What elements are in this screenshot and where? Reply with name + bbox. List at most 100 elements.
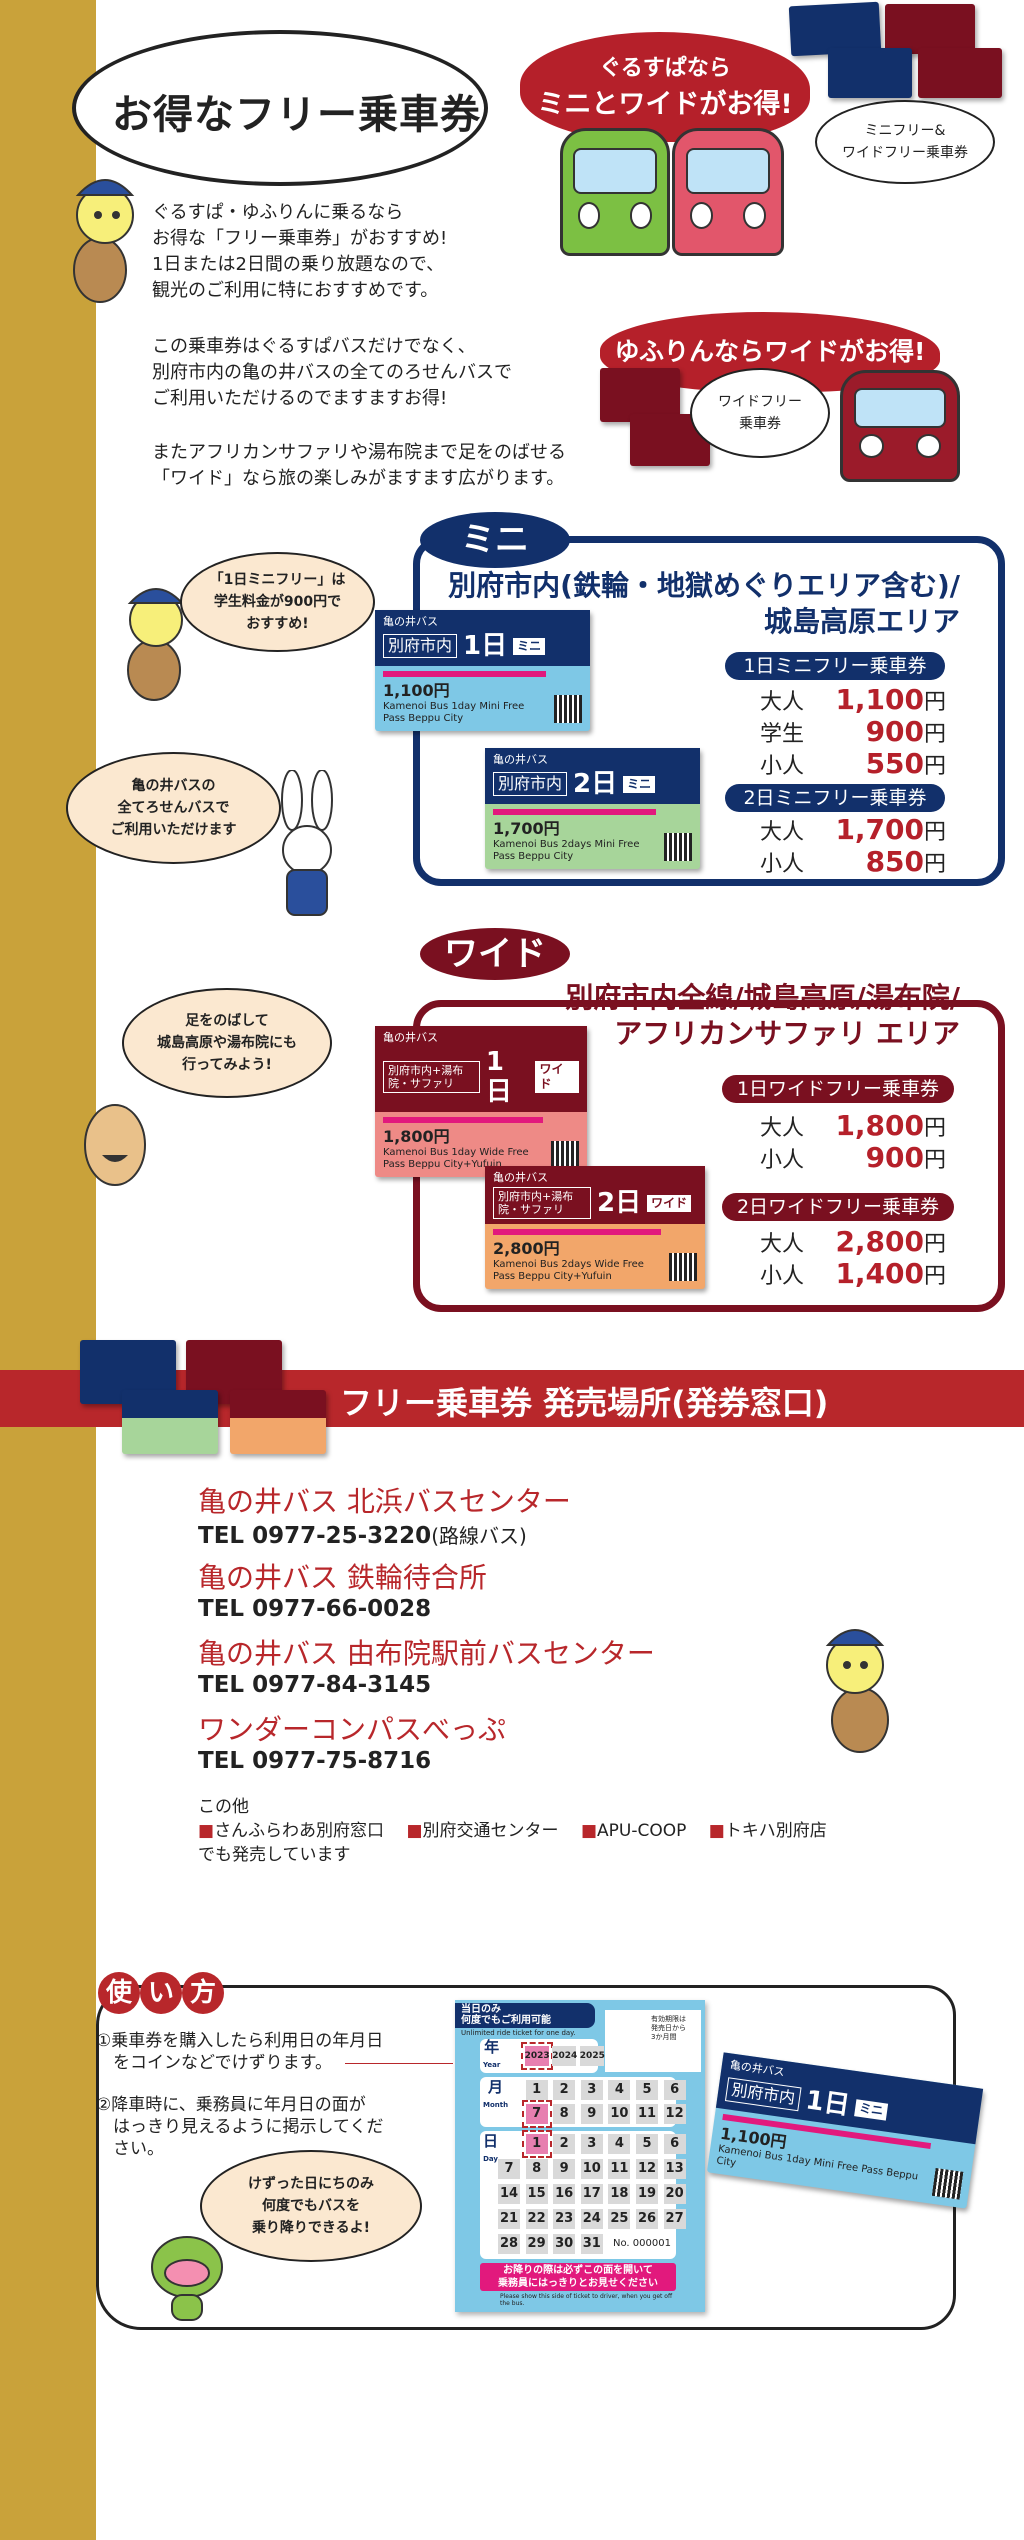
usage-title: 使 い 方 (98, 1972, 224, 2014)
ticket-area: 別府市内 (383, 634, 458, 658)
ticket-kind: ワイド (647, 1194, 692, 1212)
ticket-area: 別府市内+湯布院・サファリ (383, 1061, 480, 1093)
day-cell: 22 (525, 2209, 548, 2229)
day-cell: 12 (636, 2159, 658, 2179)
usage-step-2: ②降車時に、乗務員に年月日の面が はっきり見えるように掲示してくだ さい。 (96, 2095, 384, 2159)
month-cell: 8 (553, 2104, 576, 2124)
mini-1day-label: 1日ミニフリー乗車券 (725, 652, 945, 680)
store-name: ワンダーコンパスべっぷ (198, 1713, 507, 1746)
day-cell: 23 (553, 2209, 576, 2229)
wide-2day-ticket-thumb (918, 48, 1002, 98)
store-name: 亀の井バス 鉄輪待合所 (198, 1561, 487, 1594)
cloud-line-2: ミニとワイドがお得! (537, 89, 793, 120)
qr-code (554, 695, 582, 723)
calendar-header-en: Unlimited ride ticket for one day. (461, 2029, 576, 2037)
ticket-days: 2日 (597, 1188, 642, 1218)
page-title: お得なフリー乗車券 (112, 92, 481, 138)
yen-unit: 円 (924, 690, 947, 715)
ticket-price: 1,700円 (493, 819, 560, 838)
year-cell: 2023 (520, 2042, 553, 2070)
month-label-en: Month (483, 2101, 509, 2109)
year-label-en: Year (483, 2061, 501, 2069)
month-label: 月 (488, 2078, 504, 2096)
month-cell: 3 (580, 2080, 603, 2100)
mini-2day-ticket-thumb (122, 1390, 218, 1454)
left-gold-bar (0, 0, 96, 2540)
wide-1day-label: 1日ワイドフリー乗車券 (722, 1075, 954, 1103)
others-tail: でも発売しています (198, 1845, 351, 1865)
fare-amount: 550 (865, 747, 925, 780)
ticket-days: 1日 (803, 2085, 852, 2122)
month-cell: 1 (525, 2080, 548, 2100)
day-cell: 14 (498, 2184, 520, 2204)
ticket-days: 2日 (573, 769, 618, 799)
frog-mascot (151, 2236, 223, 2321)
month-cell: 10 (608, 2104, 631, 2124)
fare-amount: 850 (865, 845, 925, 878)
month-cell: 9 (580, 2104, 603, 2124)
month-cell: 7 (521, 2100, 552, 2128)
month-cell: 6 (663, 2080, 686, 2100)
day-cell: 3 (580, 2134, 603, 2154)
bubble-mini-wide: ミニフリー& ワイドフリー乗車券 (815, 100, 995, 184)
day-cell: 29 (525, 2234, 548, 2254)
wide-area-title: 別府市内全線/城島高原/湯布院/ アフリカンサファリ エリア (565, 981, 960, 1050)
ticket-brand: 亀の井バス (493, 1171, 548, 1184)
year-cell: 2024 (552, 2046, 577, 2066)
day-cell: 11 (608, 2159, 631, 2179)
ticket-brand: 亀の井バス (383, 1031, 438, 1044)
day-cell: 7 (498, 2159, 520, 2179)
day-label-en: Day (483, 2155, 498, 2163)
ticket-kind: ミニ (623, 775, 656, 793)
bubble-all-routes: 亀の井バスの 全てろせんバスで ご利用いただけます (66, 752, 281, 864)
store-phone: TEL 0977-75-8716 (198, 1748, 432, 1774)
ticket-brand: 亀の井バス (493, 753, 548, 766)
title-cloud (72, 30, 488, 186)
day-cell: 19 (636, 2184, 658, 2204)
mini-2day-label: 2日ミニフリー乗車券 (725, 784, 945, 812)
fare-type: 小人 (760, 754, 805, 779)
fare-amount: 1,800 (835, 1109, 925, 1142)
month-cell: 12 (663, 2104, 686, 2124)
day-cell: 4 (608, 2134, 631, 2154)
fare-type: 小人 (760, 1148, 805, 1173)
outlet-item: 別府交通センター (422, 1821, 559, 1841)
day-cell: 8 (525, 2159, 548, 2179)
yen-unit: 円 (924, 820, 947, 845)
year-label: 年 (484, 2038, 500, 2056)
intro-paragraph-1: ぐるすぱ・ゆふりんに乗るなら お得な「フリー乗車券」がおすすめ! 1日または2日… (152, 202, 448, 301)
year-cell: 2025 (579, 2046, 605, 2066)
pointer-line (345, 2063, 453, 2064)
yen-unit: 円 (924, 1148, 947, 1173)
ticket-sub: Kamenoi Bus 1day Mini Free Pass Beppu Ci… (383, 701, 525, 724)
red-bus-illustration (840, 370, 960, 482)
others-label: この他 (198, 1797, 249, 1817)
calendar-header: 当日のみ 何度でもご利用可能 (455, 2003, 595, 2028)
day-label: 日 (483, 2132, 499, 2150)
ticket-brand: 亀の井バス (383, 615, 438, 628)
day-cell: 6 (663, 2134, 686, 2154)
ticket-price: 2,800円 (493, 1239, 560, 1258)
usage-title-char: 方 (182, 1972, 224, 2014)
month-cell: 5 (636, 2080, 658, 2100)
day-cell: 1 (521, 2130, 552, 2158)
cloud-line-1: ぐるすぱなら (599, 56, 731, 81)
ticket-days: 1日 (485, 1047, 512, 1107)
month-cell: 2 (553, 2080, 576, 2100)
day-cell: 15 (525, 2184, 548, 2204)
fare-type: 小人 (760, 852, 805, 877)
rabbit-mascot (281, 770, 333, 916)
fare-type: 小人 (760, 1264, 805, 1289)
ticket-price: 1,100円 (383, 681, 450, 700)
day-cell: 18 (608, 2184, 631, 2204)
